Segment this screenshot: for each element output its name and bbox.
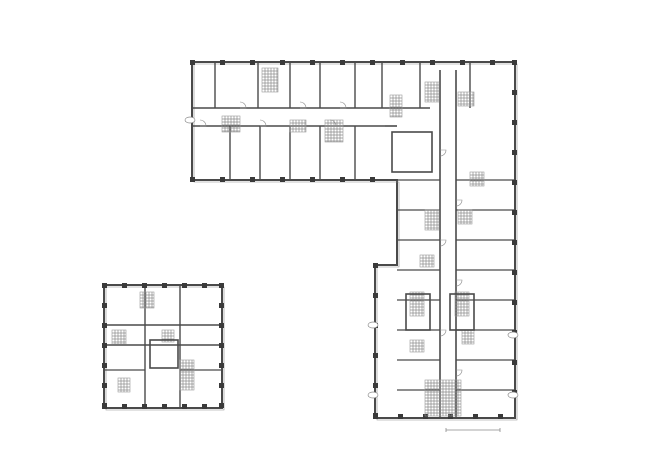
column	[219, 383, 224, 388]
column	[512, 270, 517, 275]
stair-core	[149, 339, 179, 369]
door-swing	[439, 149, 447, 157]
column	[512, 120, 517, 125]
door-swing	[299, 101, 307, 109]
column	[102, 343, 107, 348]
door-swing	[439, 329, 447, 337]
bay-window	[367, 391, 379, 399]
column	[190, 60, 195, 65]
column	[400, 60, 405, 65]
column	[373, 263, 378, 268]
column	[280, 177, 285, 182]
column	[373, 414, 378, 419]
column	[102, 303, 107, 308]
column	[182, 283, 187, 288]
column	[340, 60, 345, 65]
column	[220, 60, 225, 65]
column	[122, 404, 127, 409]
column	[512, 300, 517, 305]
tiled-room	[424, 81, 440, 103]
column	[219, 323, 224, 328]
door-swing	[439, 239, 447, 247]
column	[512, 360, 517, 365]
column	[219, 363, 224, 368]
column	[370, 60, 375, 65]
column	[473, 414, 478, 419]
column	[498, 414, 503, 419]
column	[423, 414, 428, 419]
column	[512, 210, 517, 215]
column	[219, 343, 224, 348]
column	[162, 283, 167, 288]
door-swing	[239, 101, 247, 109]
bay-window	[367, 321, 379, 329]
tiled-room	[424, 209, 440, 231]
column	[102, 323, 107, 328]
column	[512, 180, 517, 185]
column	[102, 403, 107, 408]
column	[250, 177, 255, 182]
column	[512, 240, 517, 245]
column	[460, 60, 465, 65]
column	[142, 404, 147, 409]
column	[280, 60, 285, 65]
column	[102, 363, 107, 368]
door-swing	[455, 199, 463, 207]
column	[219, 303, 224, 308]
door-swing	[455, 279, 463, 287]
column	[310, 60, 315, 65]
door-swing	[455, 369, 463, 377]
small-building-outline	[103, 284, 223, 409]
column	[430, 60, 435, 65]
column	[220, 177, 225, 182]
tiled-room	[457, 91, 475, 107]
column	[373, 353, 378, 358]
column	[102, 383, 107, 388]
tiled-room	[139, 291, 155, 309]
column	[190, 177, 195, 182]
column	[162, 404, 167, 409]
column	[490, 60, 495, 65]
column	[512, 150, 517, 155]
door-swing	[339, 101, 347, 109]
column	[142, 283, 147, 288]
column	[373, 293, 378, 298]
tiled-room	[469, 171, 485, 187]
bay-window	[507, 331, 519, 339]
column	[202, 283, 207, 288]
column	[219, 403, 224, 408]
column	[310, 177, 315, 182]
column	[373, 383, 378, 388]
door-swing	[259, 119, 267, 127]
column	[512, 90, 517, 95]
column	[102, 283, 107, 288]
bay-window	[184, 116, 196, 124]
column	[219, 283, 224, 288]
bay-window	[507, 391, 519, 399]
column	[512, 60, 517, 65]
tiled-room	[111, 329, 127, 345]
stair-core	[391, 131, 433, 173]
column	[398, 414, 403, 419]
column	[370, 177, 375, 182]
main-building-outline-inner	[193, 63, 518, 421]
column	[340, 177, 345, 182]
tiled-room	[457, 209, 473, 225]
column	[122, 283, 127, 288]
stair-core	[449, 293, 475, 331]
door-swing	[329, 119, 337, 127]
column	[448, 414, 453, 419]
column	[250, 60, 255, 65]
door-swing	[199, 119, 207, 127]
column	[202, 404, 207, 409]
stair-core	[405, 293, 431, 331]
column	[182, 404, 187, 409]
